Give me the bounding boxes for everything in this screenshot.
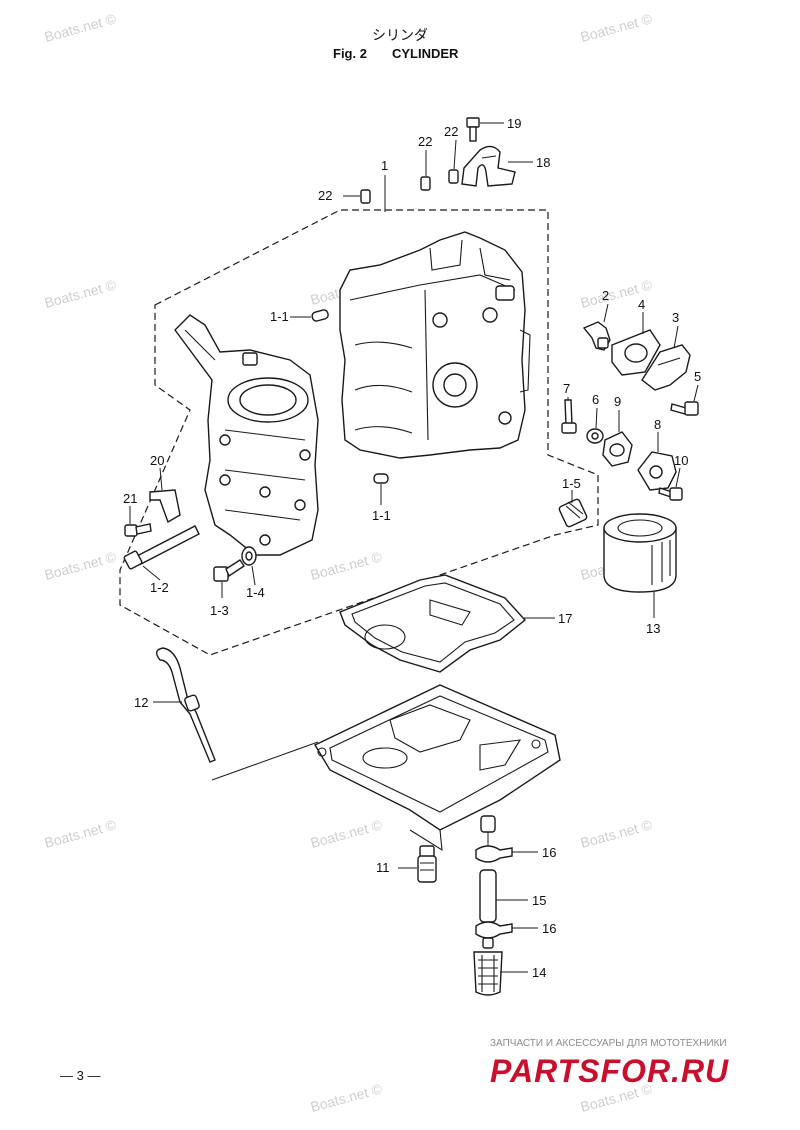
washer-6 bbox=[586, 428, 604, 444]
callout-15: 15 bbox=[532, 893, 546, 908]
watermark: Boats.net © bbox=[309, 1080, 385, 1115]
assembly-boundary bbox=[119, 209, 599, 656]
dowel-pin-22-right bbox=[448, 169, 459, 184]
page-title: CYLINDER bbox=[392, 46, 459, 61]
callout-5: 5 bbox=[694, 369, 701, 384]
callout-22: 22 bbox=[318, 188, 332, 203]
callout-2: 2 bbox=[602, 288, 609, 303]
callout-6: 6 bbox=[592, 392, 599, 407]
watermark: Boats.net © bbox=[43, 816, 119, 851]
footer: — 3 — ЗАПЧАСТИ И АКСЕССУАРЫ ДЛЯ МОТОТЕХН… bbox=[60, 1038, 729, 1089]
callout-18: 18 bbox=[536, 155, 550, 170]
brand-tagline: ЗАПЧАСТИ И АКСЕССУАРЫ ДЛЯ МОТОТЕХНИКИ bbox=[490, 1038, 727, 1049]
page-number: — 3 — bbox=[60, 1068, 100, 1083]
dowel-pin-1-1-upper bbox=[311, 309, 329, 322]
callout-13: 13 bbox=[646, 621, 660, 636]
dowel-pin-22-left bbox=[360, 189, 371, 204]
callout-19: 19 bbox=[507, 116, 521, 131]
callout-1-1: 1-1 bbox=[270, 309, 289, 324]
stud-1-5 bbox=[558, 498, 588, 528]
callout-7: 7 bbox=[563, 381, 570, 396]
bolt-1-2 bbox=[123, 525, 200, 570]
callout-17: 17 bbox=[558, 611, 572, 626]
fitting-top bbox=[480, 815, 496, 833]
bolt-1-3 bbox=[213, 559, 245, 582]
watermark: Boats.net © bbox=[309, 548, 385, 583]
strainer-14 bbox=[473, 937, 503, 996]
callout-1-3: 1-3 bbox=[210, 603, 229, 618]
hose-15 bbox=[479, 869, 497, 923]
callout-labels: 1 1-1 1-1 1-2 1-3 1-4 1-5 2 3 4 5 6 7 8 … bbox=[123, 116, 701, 980]
watermark: Boats.net © bbox=[43, 10, 119, 45]
gasket-17 bbox=[339, 574, 527, 673]
bolt-10 bbox=[658, 487, 683, 501]
clamp-16-lower bbox=[475, 921, 513, 939]
gasket-4 bbox=[611, 329, 661, 376]
figure-label: Fig. 2 bbox=[333, 46, 367, 61]
sensor-2 bbox=[582, 321, 611, 351]
bracket-18 bbox=[461, 145, 516, 187]
oil-filter-13 bbox=[603, 513, 677, 593]
plug-11 bbox=[417, 845, 437, 883]
callout-11: 11 bbox=[376, 860, 390, 875]
callout-8: 8 bbox=[654, 417, 661, 432]
callout-1-4: 1-4 bbox=[246, 585, 265, 600]
callout-1-5: 1-5 bbox=[562, 476, 581, 491]
watermark: Boats.net © bbox=[43, 276, 119, 311]
header: シリンダ Fig. 2 CYLINDER bbox=[333, 28, 459, 61]
callout-16: 16 bbox=[542, 845, 556, 860]
callout-22: 22 bbox=[444, 124, 458, 139]
callout-22: 22 bbox=[418, 134, 432, 149]
callout-20: 20 bbox=[150, 453, 164, 468]
callout-21: 21 bbox=[123, 491, 137, 506]
oil-pan bbox=[314, 684, 561, 852]
callout-4: 4 bbox=[638, 297, 645, 312]
bolt-21 bbox=[124, 523, 152, 537]
callout-1-1: 1-1 bbox=[372, 508, 391, 523]
callout-3: 3 bbox=[672, 310, 679, 325]
callout-16: 16 bbox=[542, 921, 556, 936]
dipstick-12 bbox=[155, 647, 216, 763]
cover-8 bbox=[637, 451, 677, 491]
watermark: Boats.net © bbox=[579, 816, 655, 851]
title-japanese: シリンダ bbox=[372, 28, 428, 44]
bracket-20 bbox=[149, 489, 181, 524]
callout-9: 9 bbox=[614, 394, 621, 409]
dowel-pin-1-1-lower bbox=[373, 473, 389, 484]
washer-1-4 bbox=[241, 546, 257, 566]
bolt-5 bbox=[670, 401, 699, 416]
clamp-16-upper bbox=[475, 845, 513, 863]
watermark: Boats.net © bbox=[579, 10, 655, 45]
brand-logo: PARTSFOR.RU bbox=[490, 1053, 729, 1089]
watermark: Boats.net © bbox=[43, 548, 119, 583]
callout-10: 10 bbox=[674, 453, 688, 468]
crankcase-half bbox=[174, 314, 319, 556]
callout-1: 1 bbox=[381, 158, 388, 173]
gasket-9 bbox=[602, 431, 633, 467]
callout-12: 12 bbox=[134, 695, 148, 710]
callout-14: 14 bbox=[532, 965, 546, 980]
cylinder-block-1 bbox=[339, 231, 531, 459]
bolt-19 bbox=[466, 117, 480, 142]
callout-1-2: 1-2 bbox=[150, 580, 169, 595]
watermark: Boats.net © bbox=[309, 816, 385, 851]
cover-3 bbox=[641, 344, 691, 391]
dowel-pin-22-mid bbox=[420, 176, 431, 191]
bolt-7 bbox=[561, 399, 577, 434]
